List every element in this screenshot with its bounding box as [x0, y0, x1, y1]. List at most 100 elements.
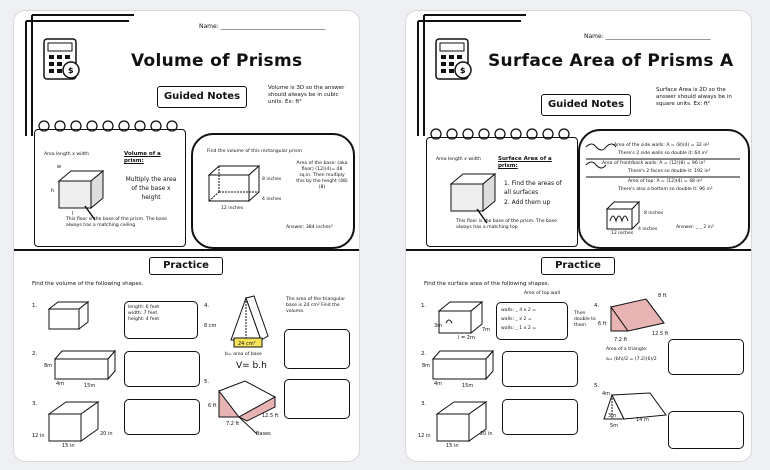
sa-problem-5-answer-box[interactable] [668, 411, 744, 449]
dim-h: h [51, 188, 55, 194]
units-tip-right: Surface Area is 2D so the answer should … [656, 87, 732, 107]
sa-p5-dim-b: 3m [608, 413, 617, 419]
example-prism [207, 164, 261, 203]
calculator-icon-right: $ [435, 38, 472, 80]
problem-2-answer-box[interactable] [124, 351, 200, 387]
sa-p4-dim-d: 7.2 ft [614, 337, 628, 343]
surface-area-worksheet: Name: __________________________________… [405, 10, 752, 462]
problem-1-prism [47, 300, 90, 331]
p4-formula: V= b.h [236, 361, 267, 371]
sa-p2-dim-a: 8m [422, 363, 431, 369]
sa-p5-dim-a: 4m [602, 391, 611, 397]
sa-problem-1-walls: walls: _ 4 x 2 = walls: _ x 2 = walls: _… [496, 302, 568, 340]
divider-right [406, 249, 751, 251]
sa-problem-5-number: 5. [594, 383, 600, 389]
problem-5-number: 5. [204, 379, 210, 385]
sa-problem-2-number: 2. [421, 351, 427, 357]
top-area: Area of top: A = (12)(4) = 48 in² [628, 179, 703, 184]
sa-problem-2-answer-box[interactable] [502, 351, 578, 387]
sa-problem-3-answer-box[interactable] [502, 399, 578, 435]
sa-p3-dim-b: 20 in [480, 431, 493, 437]
dim-l: l [72, 211, 74, 217]
problem-5-answer-box[interactable] [284, 379, 350, 419]
problem-1-number: 1. [32, 303, 38, 309]
guided-notes-banner-right: Guided Notes [541, 94, 631, 116]
top-wall-label: Area of top wall [524, 291, 561, 296]
guided-notes-banner: Guided Notes [157, 86, 247, 108]
problem-3-answer-box[interactable] [124, 399, 200, 435]
ex-dim-a-right: 8 inches [644, 211, 664, 216]
top-double: There's also a bottom so double it: 96 i… [618, 187, 713, 192]
example-answer: Answer: 384 inches³ [286, 225, 333, 230]
front-walls: Area of front/back walls: A = (12)(8) = … [602, 161, 706, 166]
ex-dim-b: 4 inches [262, 197, 282, 202]
sa-p3-dim-a: 12 in [418, 433, 431, 439]
example-title: Find the volume of this rectangular pris… [207, 149, 302, 154]
sa-p4-dim-b: 8 ft [658, 293, 667, 299]
sa-problem-4-number: 4. [594, 303, 600, 309]
problem-2-prism [53, 349, 117, 381]
problem-4-answer-box[interactable] [284, 329, 350, 369]
p5-dim-c: 7.2 ft [226, 421, 240, 427]
p2-dim-a: 8m [44, 363, 53, 369]
side-walls: Area of the side walls: A = (8)(4) = 32 … [614, 143, 710, 148]
ex-dim-c: 12 inches [221, 206, 244, 211]
formula-label-right: Area length x width [436, 157, 481, 162]
sa-p1-dim-a: 3m [434, 323, 443, 329]
p4-base-area: 24 cm² [238, 341, 256, 347]
definition-step-1: 1. Find the areas of all surfaces [504, 180, 562, 196]
floor-note-right: This floor is the base of the prism. The… [456, 219, 557, 230]
example-steps: Area of the base: (aka floor) (12)(4)= 4… [296, 161, 348, 190]
p2-dim-b: 4m [56, 381, 65, 387]
definition-title: Volume of a prism: [124, 151, 161, 164]
problem-3-number: 3. [32, 401, 38, 407]
p3-dim-b: 20 in [100, 431, 113, 437]
ex-dim-b-right: 4 inches [638, 227, 658, 232]
divider [14, 249, 359, 251]
svg-text:$: $ [460, 66, 466, 75]
definition-body: Multiply the area of the base x height [125, 176, 177, 201]
name-line: Name: __________________________________… [199, 23, 326, 30]
p3-dim-a: 12 in [32, 433, 45, 439]
sa-problem-4-answer-box[interactable] [668, 339, 744, 375]
sa-p3-dim-c: 15 in [446, 443, 459, 449]
definition-step-2: 2. Add them up [504, 199, 551, 206]
volume-worksheet: Name: __________________________________… [13, 10, 360, 462]
instructions-right: Find the surface area of the following s… [424, 281, 550, 287]
example-answer-right: Answer: _ _ 2 in² [676, 225, 714, 230]
sa-p4-formula: a= (bh)/2 = (7.2)(6)/2 [606, 357, 657, 362]
sa-problem-1-number: 1. [421, 303, 427, 309]
sa-p2-dim-b: 4m [434, 381, 443, 387]
sa-p1-dim-c: l = 2m [458, 335, 475, 341]
dim-w: w [57, 164, 62, 170]
page-title: Volume of Prisms [131, 51, 303, 71]
practice-banner-right: Practice [541, 257, 615, 275]
formula-label: Area length x width [44, 152, 89, 157]
sa-problem-1-prism [437, 300, 484, 335]
problem-5-prism [218, 380, 277, 435]
p5-dim-b: 12.5 ft [262, 413, 279, 419]
corner-frame-right [417, 14, 526, 136]
calculator-icon: $ [43, 38, 80, 80]
definition-title-right: Surface Area of a prism: [498, 156, 552, 169]
p3-dim-c: 15 in [62, 443, 75, 449]
p2-dim-c: 15m [84, 383, 96, 389]
ex-dim-a: 8 inches [262, 177, 282, 182]
units-tip: Volume is 3D so the answer should always… [268, 85, 345, 105]
sa-problem-3-prism [435, 401, 488, 442]
svg-text:$: $ [68, 66, 74, 75]
ex-dim-c-right: 12 inches [611, 231, 634, 236]
p5-bases: Bases [256, 431, 271, 437]
name-line-right: Name: __________________________________… [584, 33, 711, 40]
p4-base-note: b= area of base [225, 352, 262, 357]
spiral-rings-right [430, 128, 570, 140]
front-walls-double: There's 2 faces so double it: 192 in² [628, 169, 711, 174]
side-walls-double: There's 2 side walls so double it: 64 in… [618, 151, 708, 156]
problem-1-dims: length: 6 feet width: 7 feet height: 4 f… [124, 301, 198, 339]
sa-p4-dim-c: 12.5 ft [652, 331, 669, 337]
sa-p4-dim-a: 6 ft [598, 321, 607, 327]
sa-problem-4-prism [610, 298, 665, 332]
p4-text: The area of the triangular base is 24 cm… [286, 297, 346, 314]
sa-p4-triangle-label: Area of a triangle: [606, 347, 648, 352]
sa-p2-dim-c: 15m [462, 383, 474, 389]
